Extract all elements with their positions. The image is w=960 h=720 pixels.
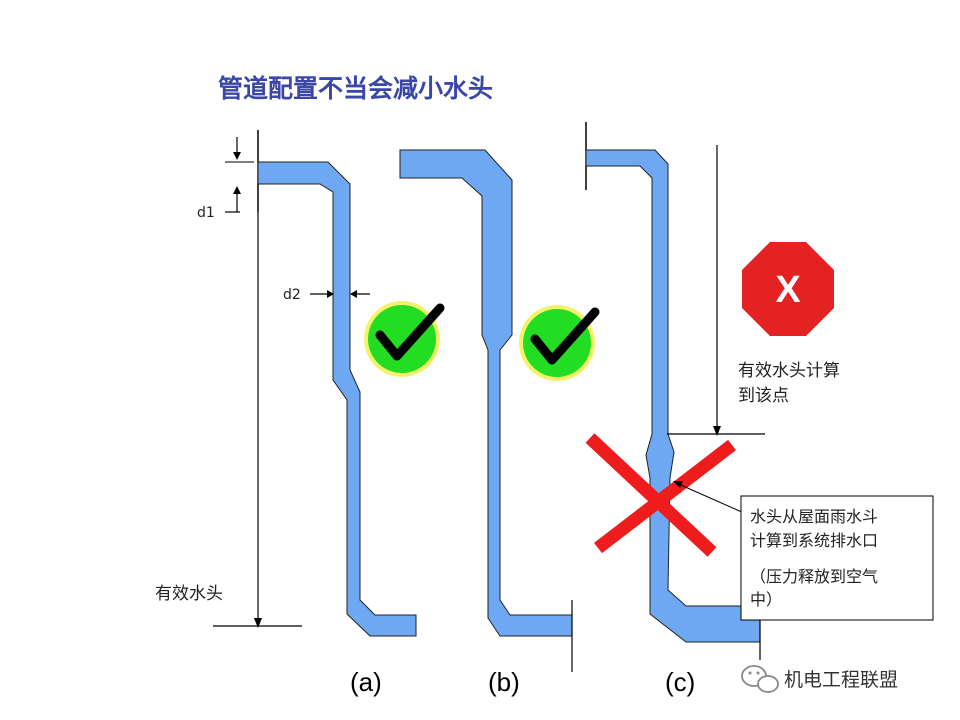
callout-line3: （压力释放到空气 <box>750 567 878 586</box>
page-title: 管道配置不当会减小水头 <box>218 74 493 103</box>
d2-arrowhead-left <box>327 290 334 298</box>
caption-b: (b) <box>488 667 520 697</box>
callout-line1: 水头从屋面雨水斗 <box>750 507 878 526</box>
head-calc-arrowhead <box>713 426 721 436</box>
head-calc-label-line1: 有效水头计算 <box>738 361 840 381</box>
stop-mark: X <box>775 269 801 311</box>
pipe-a <box>257 161 417 637</box>
pipe-b <box>399 149 573 637</box>
caption-a: (a) <box>350 667 382 697</box>
callout-leader <box>673 481 745 514</box>
effective-head-label: 有效水头 <box>155 584 223 604</box>
callout-line4: 中） <box>750 590 782 609</box>
check-icon <box>519 305 600 381</box>
d2-arrowhead-right <box>350 290 357 298</box>
d1-arrowhead-bottom <box>233 186 241 194</box>
head-calc-label-line2: 到该点 <box>738 386 789 406</box>
cross-icon <box>585 433 736 557</box>
callout-arrowhead <box>673 481 683 488</box>
caption-c: (c) <box>665 667 695 697</box>
d2-label: d2 <box>283 287 301 303</box>
watermark-text: 机电工程联盟 <box>784 669 898 691</box>
check-icon <box>364 301 445 377</box>
d1-label: d1 <box>197 205 215 221</box>
effective-head-arrowhead <box>254 618 262 628</box>
wechat-icon <box>741 665 779 693</box>
stop-octagon-icon: X <box>742 242 834 336</box>
callout-line2: 计算到系统排水口 <box>750 531 878 550</box>
pipe-c <box>585 149 761 643</box>
callout-box <box>740 495 934 621</box>
d1-arrowhead-top <box>233 152 241 160</box>
